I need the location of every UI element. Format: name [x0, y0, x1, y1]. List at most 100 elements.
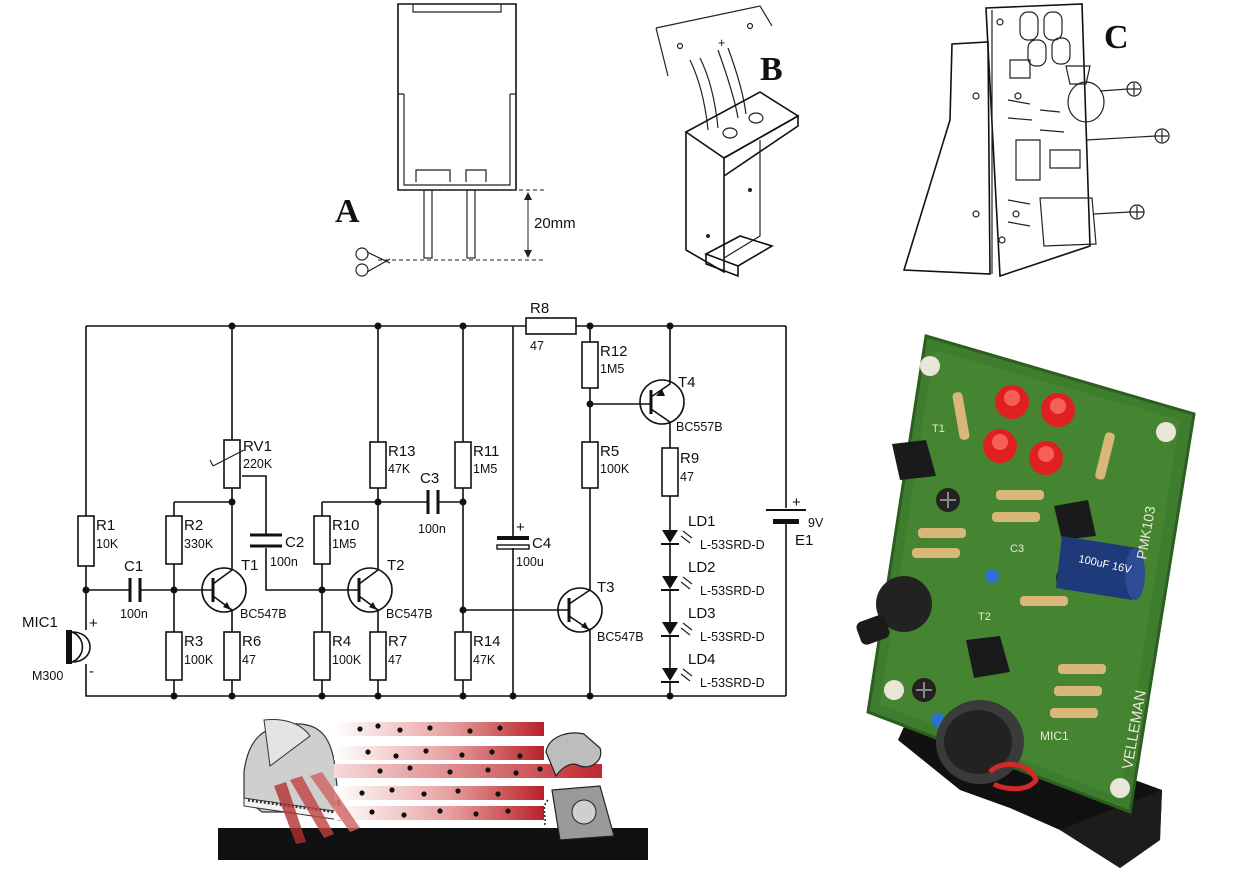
resistor-r1	[77, 515, 95, 567]
panel-b: + B	[655, 5, 800, 278]
svg-text:C2: C2	[285, 534, 304, 551]
screw-icon	[1085, 128, 1170, 144]
svg-text:100K: 100K	[332, 653, 362, 667]
svg-text:LD3: LD3	[688, 605, 716, 622]
svg-text:T2: T2	[387, 557, 405, 574]
led-ld2	[661, 576, 693, 591]
svg-text:L-53SRD-D: L-53SRD-D	[700, 584, 765, 598]
svg-text:T3: T3	[597, 579, 615, 596]
svg-text:1M5: 1M5	[600, 362, 624, 376]
svg-text:+: +	[718, 36, 725, 50]
svg-text:330K: 330K	[184, 537, 214, 551]
panel-a: 20mm A	[335, 3, 576, 277]
svg-text:47: 47	[680, 470, 694, 484]
microphone-mic1: + -	[66, 615, 98, 680]
svg-text:T4: T4	[678, 374, 696, 391]
led-cluster	[983, 385, 1075, 475]
dimension-label: 20mm	[534, 215, 576, 232]
resistor-r11	[454, 441, 472, 489]
led-ld3	[661, 622, 693, 637]
illustration-piano-phone	[218, 719, 648, 860]
resistor-r13	[369, 441, 387, 489]
svg-text:LD1: LD1	[688, 513, 716, 530]
svg-text:-: -	[89, 663, 94, 680]
resistor-r9	[661, 447, 679, 497]
svg-text:100K: 100K	[600, 462, 630, 476]
resistor-r10	[313, 515, 331, 565]
svg-text:10K: 10K	[96, 537, 119, 551]
resistor-r2	[165, 515, 183, 565]
capacitor-c4: +	[496, 519, 530, 550]
svg-text:R7: R7	[388, 633, 407, 650]
svg-text:47: 47	[242, 653, 256, 667]
svg-text:T1: T1	[932, 423, 945, 435]
resistor-r8	[525, 317, 577, 335]
svg-text:T1: T1	[241, 557, 259, 574]
svg-text:R5: R5	[600, 443, 619, 460]
svg-text:1M5: 1M5	[332, 537, 356, 551]
svg-text:L-53SRD-D: L-53SRD-D	[700, 538, 765, 552]
panel-b-letter: B	[760, 51, 783, 88]
svg-text:47K: 47K	[388, 462, 411, 476]
svg-text:100u: 100u	[516, 555, 544, 569]
led-ld1	[661, 530, 693, 545]
transistor-t4	[639, 326, 685, 448]
svg-text:C4: C4	[532, 535, 551, 552]
svg-text:M300: M300	[32, 669, 63, 683]
svg-text:RV1: RV1	[243, 438, 272, 455]
resistor-r5	[581, 441, 599, 489]
scissors-icon	[355, 247, 391, 277]
svg-text:LD4: LD4	[688, 651, 716, 668]
svg-text:R13: R13	[388, 443, 416, 460]
resistor-r12	[581, 341, 599, 389]
svg-text:L-53SRD-D: L-53SRD-D	[700, 676, 765, 690]
svg-text:R11: R11	[473, 443, 499, 460]
svg-text:R9: R9	[680, 450, 699, 467]
resistor-r4	[313, 631, 331, 681]
svg-text:47K: 47K	[473, 653, 496, 667]
capacitor-c3	[426, 490, 440, 514]
transistor-t1	[174, 567, 247, 613]
svg-text:220K: 220K	[243, 457, 273, 471]
transistor-t3	[463, 586, 603, 696]
svg-text:BC547B: BC547B	[240, 607, 287, 621]
svg-text:BC547B: BC547B	[386, 607, 433, 621]
schematic: R8 47 + 9V E1 R12 1M5 R5 100K T4 BC557B …	[22, 300, 824, 700]
svg-text:T2: T2	[978, 611, 991, 623]
svg-text:100n: 100n	[120, 607, 148, 621]
svg-text:R14: R14	[473, 633, 501, 650]
telephone-icon	[543, 732, 615, 841]
svg-text:BC557B: BC557B	[676, 420, 723, 434]
svg-text:C1: C1	[124, 558, 143, 575]
pcb-photo: PMK103 VELLEMAN MIC1 T1 T2 C3 100uF 16V	[856, 334, 1196, 868]
led-ld4	[661, 668, 693, 683]
svg-text:100n: 100n	[270, 555, 298, 569]
svg-text:R3: R3	[184, 633, 203, 650]
svg-text:R10: R10	[332, 517, 360, 534]
transistor-t2	[322, 567, 393, 613]
screw-icon	[1093, 204, 1145, 220]
junction-dots	[82, 322, 674, 700]
svg-text:R4: R4	[332, 633, 351, 650]
capacitor-c2	[250, 533, 282, 548]
potentiometer-rv1	[209, 439, 245, 489]
capacitor-c1	[128, 578, 142, 602]
svg-text:R8: R8	[530, 300, 549, 317]
svg-text:C3: C3	[1010, 543, 1024, 555]
resistor-r3	[165, 631, 183, 681]
svg-text:47: 47	[388, 653, 402, 667]
panel-c: C	[902, 3, 1170, 278]
svg-text:R2: R2	[184, 517, 203, 534]
svg-text:100K: 100K	[184, 653, 214, 667]
svg-text:R6: R6	[242, 633, 261, 650]
resistor-r7	[369, 631, 387, 681]
screw-icon	[1099, 81, 1142, 97]
svg-text:C3: C3	[420, 470, 439, 487]
svg-text:9V: 9V	[808, 516, 824, 530]
resistor-r6	[223, 631, 241, 681]
svg-text:+: +	[89, 615, 98, 632]
svg-text:L-53SRD-D: L-53SRD-D	[700, 630, 765, 644]
microphone-capsule	[936, 700, 1024, 784]
svg-text:+: +	[792, 494, 801, 511]
